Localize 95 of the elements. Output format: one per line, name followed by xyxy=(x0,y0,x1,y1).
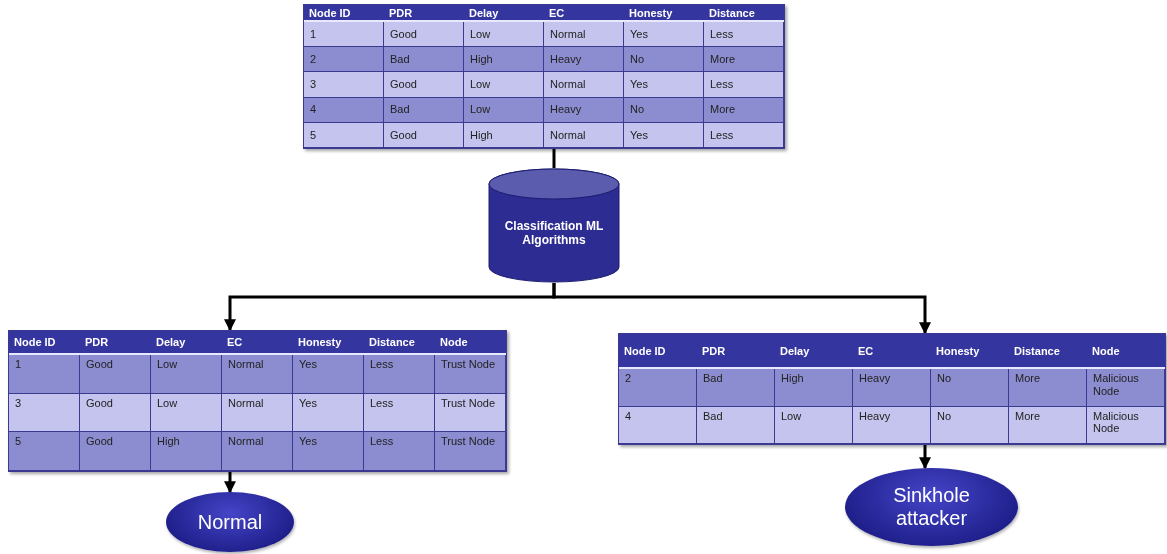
table-cell: Bad xyxy=(384,47,464,73)
table-cell: 5 xyxy=(9,432,80,471)
column-header: Distance xyxy=(364,331,435,355)
table-cell: More xyxy=(1009,369,1087,407)
table-cell: 1 xyxy=(9,355,80,394)
column-header: PDR xyxy=(384,5,464,22)
column-header: Delay xyxy=(464,5,544,22)
table-cell: Normal xyxy=(544,72,624,98)
table-cell: Yes xyxy=(624,22,704,48)
data-table xyxy=(618,333,1166,445)
table-cell: Normal xyxy=(222,393,293,433)
table-cell: Less xyxy=(364,393,435,433)
data-table xyxy=(303,4,785,149)
column-header: Delay xyxy=(775,334,853,369)
table-cell: 3 xyxy=(304,72,384,98)
database-cylinder xyxy=(488,168,620,283)
column-header: PDR xyxy=(80,331,151,355)
column-header: Node xyxy=(435,331,506,355)
table-cell: Low xyxy=(464,22,544,48)
table-cell: Normal xyxy=(544,22,624,48)
table-cell: Low xyxy=(464,72,544,98)
table-cell: Good xyxy=(80,432,151,471)
column-header: EC xyxy=(222,331,293,355)
cylinder-label: Classification ML Algorithms xyxy=(504,218,604,247)
table-cell: High xyxy=(775,369,853,407)
column-header: Honesty xyxy=(624,5,704,22)
column-header: Honesty xyxy=(293,331,364,355)
table-cell: Less xyxy=(364,432,435,471)
table-cell: More xyxy=(704,47,784,73)
table-cell: 4 xyxy=(619,406,697,444)
column-header: EC xyxy=(853,334,931,369)
table-cell: Less xyxy=(704,122,784,148)
column-header: Node xyxy=(1087,334,1165,369)
table-cell: Good xyxy=(384,72,464,98)
table-cell: Yes xyxy=(293,432,364,471)
table-cell: Bad xyxy=(697,369,775,407)
table-cell: Yes xyxy=(293,393,364,433)
table-cell: Yes xyxy=(624,122,704,148)
column-header: Node ID xyxy=(304,5,384,22)
table-cell: 3 xyxy=(9,393,80,433)
data-table xyxy=(8,330,507,472)
column-header: Node ID xyxy=(619,334,697,369)
table-cell: Normal xyxy=(222,432,293,471)
table-cell: Bad xyxy=(697,406,775,444)
table-cell: Heavy xyxy=(544,47,624,73)
table-cell: Malicious Node xyxy=(1087,406,1165,444)
table-cell: Low xyxy=(775,406,853,444)
table-cell: More xyxy=(704,97,784,123)
column-header: Distance xyxy=(704,5,784,22)
column-header: Delay xyxy=(151,331,222,355)
table-cell: Less xyxy=(704,22,784,48)
table-cell: No xyxy=(624,47,704,73)
result-ellipse: Sinkhole attacker xyxy=(845,468,1018,546)
table-cell: No xyxy=(931,406,1009,444)
table-cell: 2 xyxy=(619,369,697,407)
table-cell: Low xyxy=(151,393,222,433)
column-header: Node ID xyxy=(9,331,80,355)
column-header: Distance xyxy=(1009,334,1087,369)
table-cell: Low xyxy=(464,97,544,123)
table-cell: Trust Node xyxy=(435,432,506,471)
table-cell: No xyxy=(624,97,704,123)
table-cell: 4 xyxy=(304,97,384,123)
arrow xyxy=(224,470,236,494)
table-cell: High xyxy=(464,47,544,73)
column-header: Honesty xyxy=(931,334,1009,369)
table-cell: Low xyxy=(151,355,222,394)
table-cell: 5 xyxy=(304,122,384,148)
table-cell: Trust Node xyxy=(435,355,506,394)
result-ellipse: Normal xyxy=(166,492,294,552)
table-cell: Yes xyxy=(293,355,364,394)
table-cell: Trust Node xyxy=(435,393,506,433)
table-cell: 1 xyxy=(304,22,384,48)
table-cell: Normal xyxy=(222,355,293,394)
table-cell: Good xyxy=(80,393,151,433)
table-cell: No xyxy=(931,369,1009,407)
table-cell: Heavy xyxy=(853,369,931,407)
table-cell: High xyxy=(151,432,222,471)
table-cell: Good xyxy=(384,122,464,148)
table-cell: Good xyxy=(80,355,151,394)
arrow xyxy=(919,443,931,470)
table-cell: Heavy xyxy=(544,97,624,123)
table-cell: Good xyxy=(384,22,464,48)
table-cell: More xyxy=(1009,406,1087,444)
column-header: EC xyxy=(544,5,624,22)
table-cell: Malicious Node xyxy=(1087,369,1165,407)
table-cell: Less xyxy=(704,72,784,98)
table-cell: High xyxy=(464,122,544,148)
column-header: PDR xyxy=(697,334,775,369)
table-cell: Heavy xyxy=(853,406,931,444)
arrow xyxy=(552,283,931,335)
table-cell: Bad xyxy=(384,97,464,123)
table-cell: Yes xyxy=(624,72,704,98)
table-cell: 2 xyxy=(304,47,384,73)
table-cell: Less xyxy=(364,355,435,394)
table-cell: Normal xyxy=(544,122,624,148)
